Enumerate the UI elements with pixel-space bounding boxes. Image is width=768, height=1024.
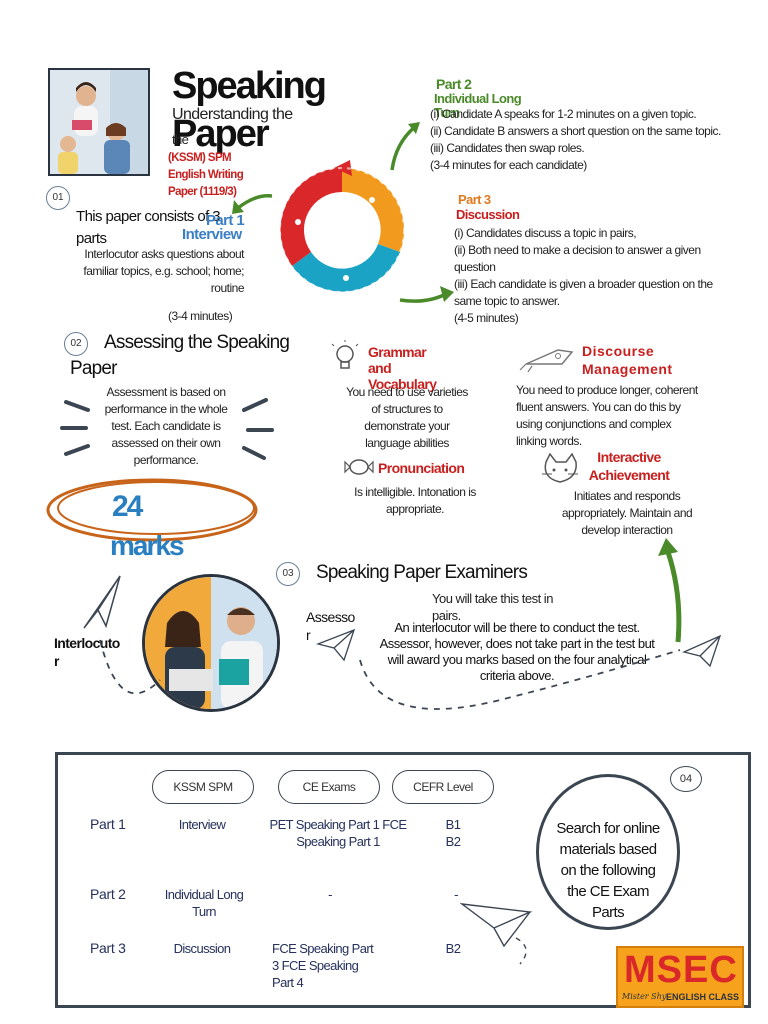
marks-number: 24 — [112, 490, 143, 523]
part2-label: Part 2 — [436, 76, 472, 92]
pronunciation-description: Is intelligible. Intonation is appropria… — [354, 485, 476, 516]
row-part-1: Part 1 — [90, 816, 126, 832]
candy-icon — [344, 459, 374, 475]
examiners-heading: Speaking Paper Examiners — [316, 562, 528, 583]
search-note-text: Search for online materials based on the… — [556, 820, 660, 921]
cell-kssm-2: Individual Long Turn — [164, 887, 244, 919]
header-ce-exams: CE Exams — [278, 770, 380, 804]
part2-item: (ii) Candidate B answers a short questio… — [430, 124, 721, 138]
grammar-description: You need to use varieties of structures … — [346, 385, 468, 450]
part1-name: Interview — [182, 226, 242, 243]
arrow-to-part1 — [232, 194, 273, 214]
sketch-strokes-decoration — [60, 398, 274, 460]
examiners-pairs: You will take this test in pairs. — [432, 591, 553, 623]
badge-01: 01 — [46, 186, 70, 210]
search-note-circle — [536, 774, 680, 930]
badge-04: 04 — [670, 766, 702, 792]
part1-description: Interlocutor asks questions about famili… — [83, 247, 244, 295]
subtitle-cut: the — [172, 132, 189, 147]
cell-cefr-2: - — [454, 887, 458, 902]
cell-ce-3: FCE Speaking Part 3 FCE Speaking Part 4 — [272, 941, 374, 990]
row-part-3: Part 3 — [90, 940, 126, 956]
cycle-diagram — [279, 160, 405, 293]
logo-tagline: ENGLISH CLASS — [666, 992, 740, 1002]
part3-item: (ii) Both need to make a decision to ans… — [454, 243, 701, 274]
part3-item: (iii) Each candidate is given a broader … — [454, 277, 713, 308]
cat-icon — [542, 452, 578, 483]
msec-logo: MSEC Mister Shy ENGLISH CLASS — [616, 946, 744, 1008]
header-kssm-spm: KSSM SPM — [152, 770, 254, 804]
part3-item: (i) Candidates discuss a topic in pairs, — [454, 226, 637, 240]
cell-kssm-1: Interview — [178, 817, 226, 832]
arrow-to-part3 — [399, 286, 454, 303]
part1-time: (3-4 minutes) — [168, 309, 233, 323]
examiners-description: An interlocutor will be there to conduct… — [379, 620, 655, 683]
grammar-title: Grammar and Vocabulary — [368, 344, 437, 392]
badge-03: 03 — [276, 562, 300, 586]
part2-item: (3-4 minutes for each candidate) — [430, 158, 587, 172]
assessing-description: Assessment is based on performance in th… — [104, 385, 228, 467]
title-speaking: Speaking — [172, 65, 327, 107]
title-paper: Paper — [172, 113, 270, 155]
discourse-description: You need to produce longer, coherent flu… — [516, 383, 698, 448]
interactive-title: Interactive Achievement — [588, 449, 670, 483]
rocket-icon — [519, 349, 574, 372]
cell-ce-2: - — [328, 887, 332, 902]
interactive-description: Initiates and responds appropriately. Ma… — [561, 489, 693, 537]
logo-brand: MSEC — [624, 949, 738, 991]
dashed-flight-path — [99, 639, 681, 710]
header-cefr-level: CEFR Level — [392, 770, 494, 804]
part2-item: (i) Candidate A speaks for 1-2 minutes o… — [430, 107, 697, 121]
cell-cefr-3: B2 — [445, 941, 461, 956]
part2-name: Individual Long Turn — [434, 91, 522, 120]
part3-list: (i) Candidates discuss a topic in pairs,… — [454, 225, 730, 327]
paper-plane-icon — [83, 575, 121, 629]
badge-02: 02 — [64, 332, 88, 356]
assessor-label: Assessor — [306, 609, 355, 643]
paper-plane-small-icon — [316, 628, 356, 662]
cell-ce-1: PET Speaking Part 1 FCE Speaking Part 1 — [269, 817, 408, 849]
part2-item: (iii) Candidates then swap roles. — [430, 141, 585, 155]
cell-cefr-1: B1 B2 — [445, 817, 461, 849]
part3-name: Discussion — [456, 207, 520, 222]
exam-reference: (KSSM) SPM English Writing Paper (1119/3… — [168, 152, 244, 198]
logo-script: Mister Shy — [622, 992, 667, 1001]
header-photo — [48, 68, 150, 176]
part1-heading: This paper consists of 3 parts — [76, 208, 221, 247]
paper-plane-right-icon — [682, 634, 722, 668]
marks-word: marks — [110, 530, 185, 561]
arrow-to-part2 — [390, 122, 420, 171]
marks-scribble-circle — [46, 478, 258, 542]
lightbulb-icon — [331, 340, 359, 369]
interlocutor-label: Interlocutor — [54, 635, 120, 669]
cell-kssm-3: Discussion — [173, 941, 231, 956]
subtitle: Understanding the — [172, 106, 293, 123]
paper-plane-table-icon — [460, 903, 533, 965]
discourse-title: Discourse Management — [582, 343, 673, 377]
pronunciation-title: Pronunciation — [378, 460, 465, 476]
arrow-up-green — [658, 538, 682, 643]
part3-item: (4-5 minutes) — [454, 311, 519, 325]
part1-label: Part 1 — [206, 212, 245, 229]
assessing-heading: Assessing the Speaking Paper — [70, 332, 290, 379]
row-part-2: Part 2 — [90, 886, 126, 902]
part3-label: Part 3 — [458, 192, 491, 207]
part2-list: (i) Candidate A speaks for 1-2 minutes o… — [430, 106, 730, 174]
comparison-table-box — [55, 752, 751, 1008]
